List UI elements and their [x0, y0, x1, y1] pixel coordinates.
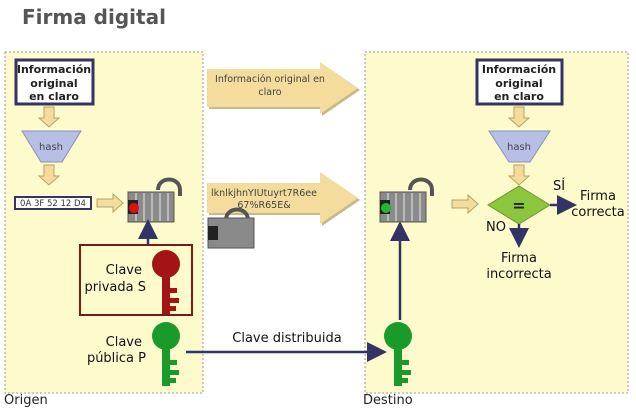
incorrect-label: incorrecta — [486, 267, 551, 282]
svg-text:privada S: privada S — [85, 280, 146, 295]
svg-text:hash: hash — [39, 142, 63, 153]
hash-value-box: 0A 3F 52 12 D4 — [14, 196, 92, 210]
no-label: NO — [486, 220, 506, 235]
compare-diamond: = — [487, 185, 551, 225]
svg-text:original: original — [495, 77, 542, 90]
incorrect-label: Firma — [501, 251, 537, 266]
svg-text:en claro: en claro — [494, 90, 544, 103]
lock-icon — [126, 177, 182, 224]
plain-info-arrow: Información original en claro — [207, 62, 360, 116]
page-title: Firma digital — [22, 5, 166, 29]
hash-function: hash — [21, 130, 82, 163]
origin-label: Origen — [4, 393, 48, 407]
distributed-key-label: Clave distribuida — [232, 331, 342, 346]
svg-text:Información original en: Información original en — [215, 74, 325, 85]
svg-text:67%R65E&: 67%R65E& — [237, 200, 291, 211]
hash-function: hash — [488, 130, 551, 163]
svg-text:Información: Información — [482, 63, 556, 76]
origin-info-box: Información original en claro — [14, 58, 95, 106]
svg-text:lknlkjhnYIUtuyrt7R6ee: lknlkjhnYIUtuyrt7R6ee — [211, 188, 317, 199]
svg-text:0A 3F 52 12 D4: 0A 3F 52 12 D4 — [20, 199, 86, 209]
svg-text:en claro: en claro — [29, 90, 79, 103]
svg-text:Clave: Clave — [106, 335, 142, 350]
svg-text:hash: hash — [507, 142, 531, 153]
svg-text:pública P: pública P — [87, 351, 146, 366]
public-key-label: Clave pública P — [87, 335, 146, 366]
private-key-box: Clave privada S — [79, 244, 193, 316]
svg-text:original: original — [30, 77, 77, 90]
svg-text:Clave: Clave — [106, 263, 142, 278]
destination-info-box: Información original en claro — [475, 58, 564, 106]
svg-text:=: = — [512, 196, 525, 215]
svg-text:Información: Información — [17, 63, 91, 76]
svg-text:claro: claro — [258, 87, 281, 98]
lock-icon — [378, 177, 434, 224]
correct-label: correcta — [571, 205, 625, 220]
destination-label: Destino — [363, 393, 413, 407]
yes-label: SÍ — [553, 178, 565, 194]
closed-lock-icon — [207, 207, 255, 249]
correct-label: Firma — [580, 189, 616, 204]
